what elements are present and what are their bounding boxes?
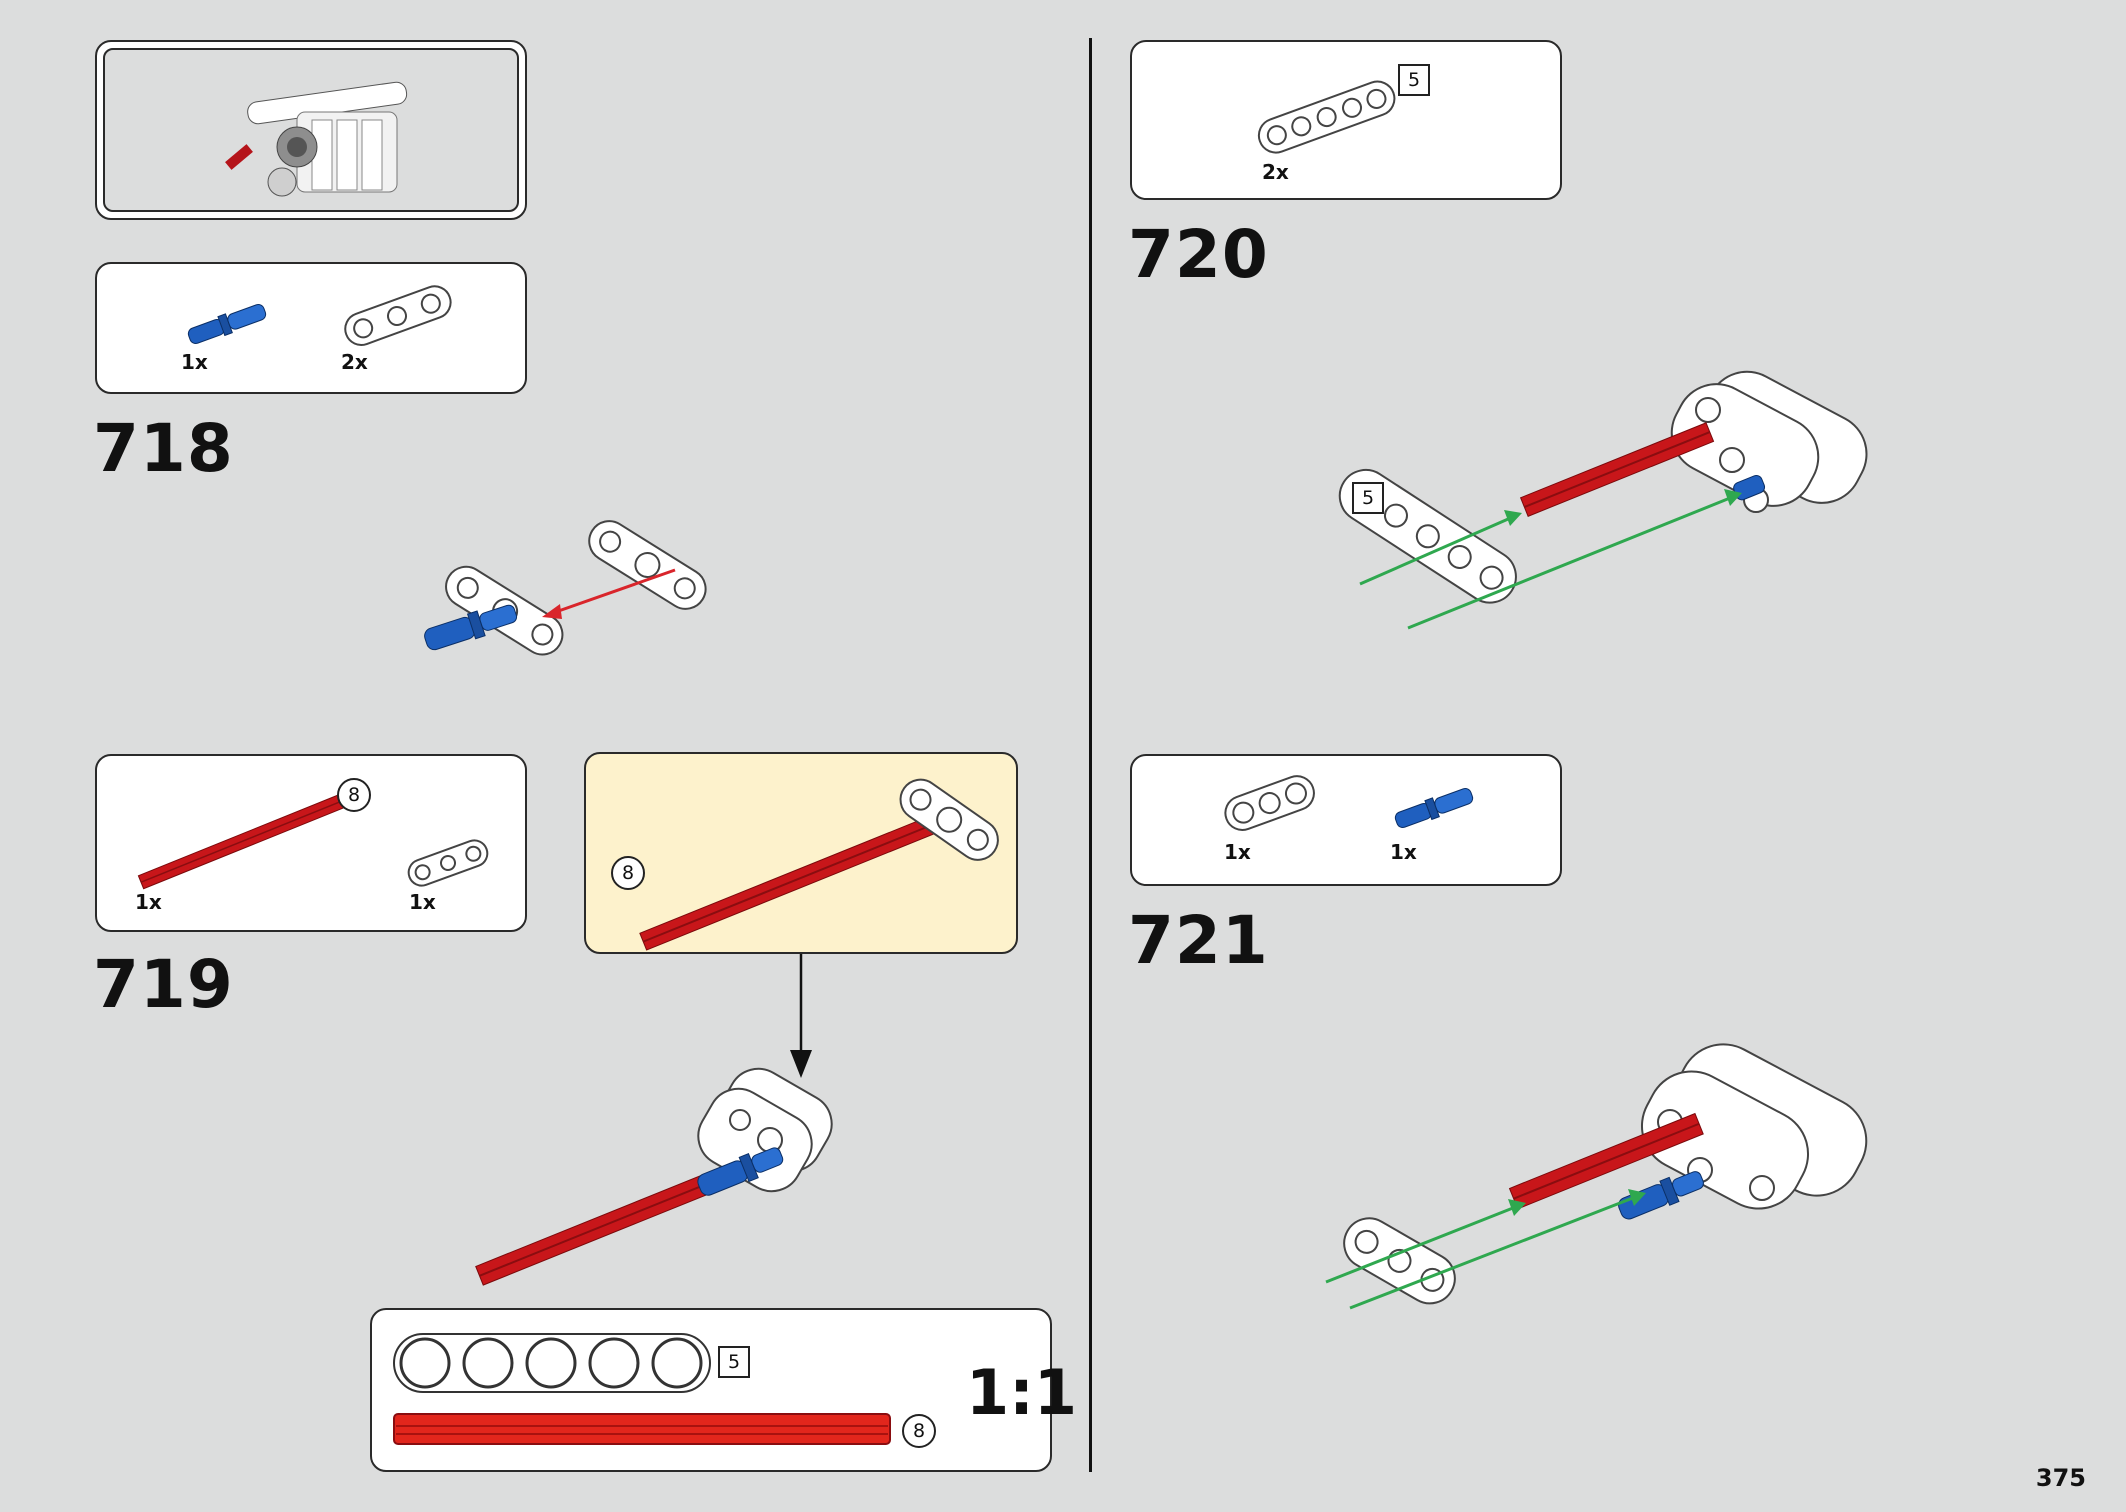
step-720-part-1-qty: 2x (1262, 160, 1289, 184)
step-719-parts-box: 8 1x 1x (95, 754, 527, 932)
step-721-part-2-qty: 1x (1390, 840, 1417, 864)
step-720-illustration-badge: 5 (1352, 482, 1384, 514)
white-beam-3-icon (1224, 775, 1315, 831)
white-beam-5-icon (1257, 80, 1396, 154)
step-719-axle-length-badge: 8 (337, 778, 371, 812)
column-divider (1089, 38, 1092, 1472)
step-718-illustration (424, 520, 707, 656)
model-preview-box (95, 40, 527, 220)
red-axle-icon (137, 792, 349, 890)
step-718-number: 718 (93, 410, 234, 487)
step-720-number: 720 (1128, 216, 1269, 293)
step-719-part-1-qty: 1x (135, 890, 162, 914)
subassembly-arrow (790, 954, 812, 1078)
step-718-part-2-qty: 2x (341, 350, 368, 374)
scale-box: 5 8 1:1 (370, 1308, 1077, 1472)
scale-axle-8 (393, 1413, 891, 1445)
step-721-illustration (1325, 1043, 1868, 1310)
step-718-parts-box: 1x 2x (95, 262, 527, 394)
step-719-illustration (475, 1067, 833, 1286)
white-beam-3-icon (407, 839, 489, 887)
page-number: 375 (2035, 1464, 2086, 1492)
blue-pin-icon (1394, 787, 1474, 829)
step-719-part-2-qty: 1x (409, 890, 436, 914)
step-719-subassembly-badge: 8 (611, 856, 645, 890)
subassembly-image (639, 778, 999, 951)
step-720-parts-box: 5 2x (1130, 40, 1562, 200)
step-719-number: 719 (93, 946, 234, 1023)
step-721-part-1-qty: 1x (1224, 840, 1251, 864)
step-718-part-1-qty: 1x (181, 350, 208, 374)
blue-pin-icon (187, 303, 267, 345)
scale-label: 1:1 (966, 1356, 1078, 1429)
scale-axle-badge: 8 (902, 1414, 936, 1448)
step-721-parts-box: 1x 1x (1130, 754, 1562, 886)
white-beam-3-icon (344, 285, 452, 346)
step-720-illustration (1338, 370, 1868, 630)
step-720-beam-badge: 5 (1398, 64, 1430, 96)
scale-beam-5 (393, 1333, 711, 1393)
step-719-subassembly-box: 8 (584, 752, 1018, 954)
scale-beam-badge: 5 (718, 1346, 750, 1378)
step-721-number: 721 (1128, 902, 1269, 979)
model-preview-image (225, 81, 408, 197)
